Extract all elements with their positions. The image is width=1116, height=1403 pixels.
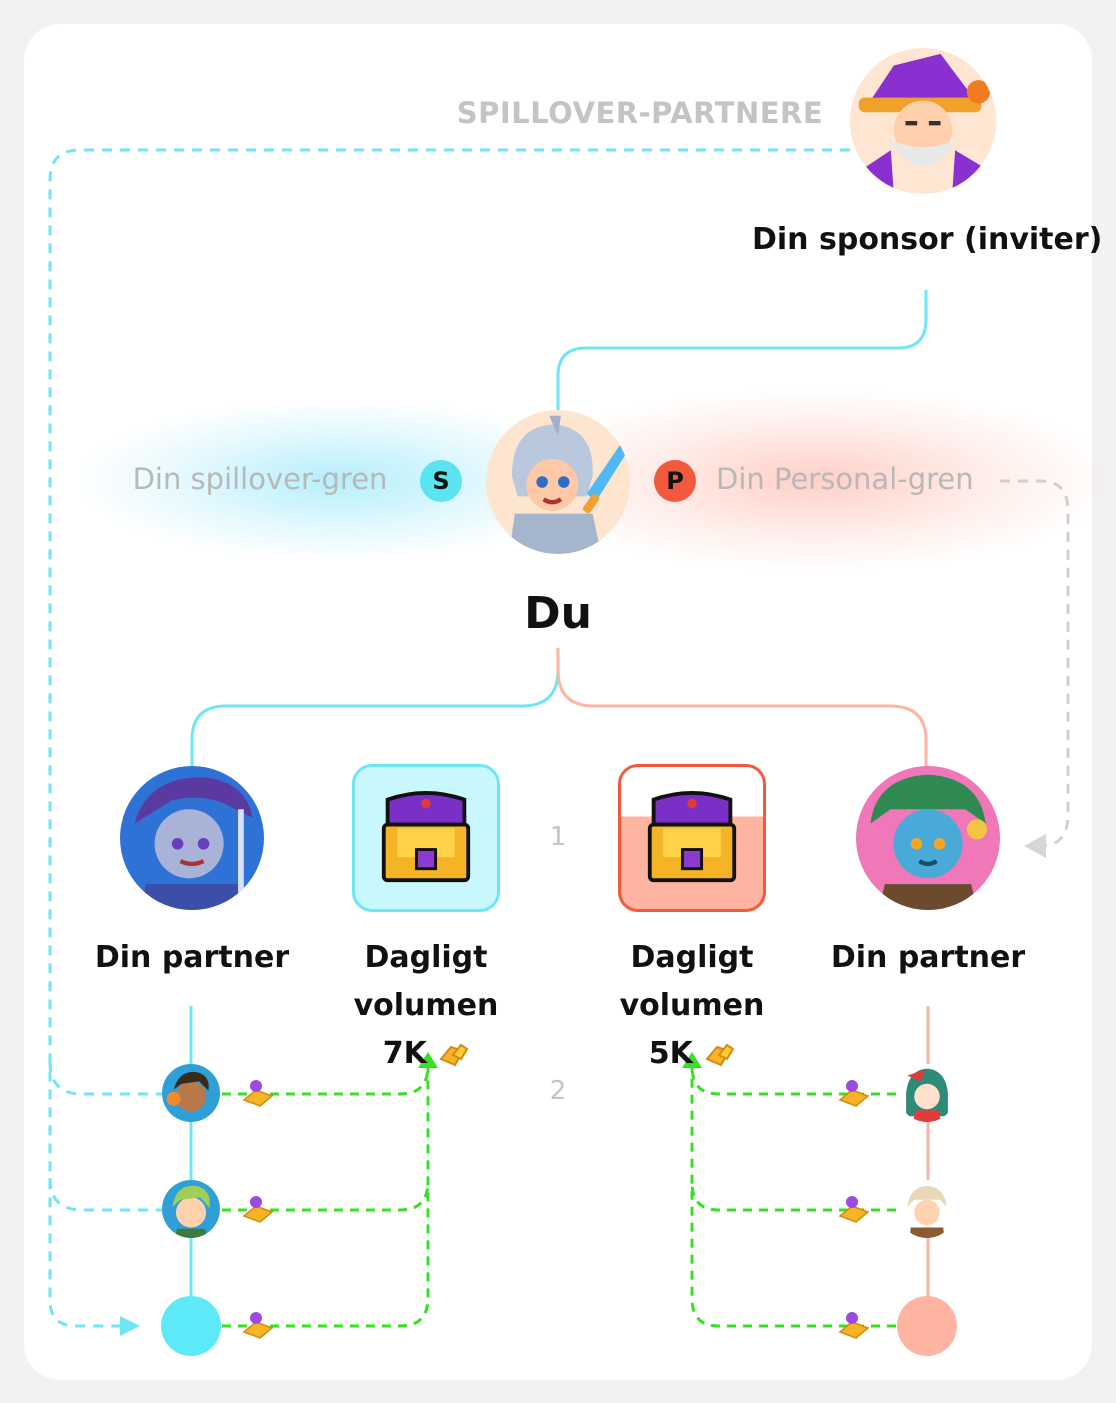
dryad-avatar-icon [856,766,1000,910]
sponsor-connector [556,290,928,412]
right-volume-value: 5K [648,1036,693,1071]
spillover-dashed-path [48,148,850,1328]
left-downline-avatar-2[interactable] [162,1180,220,1238]
badge-s: S [420,460,462,502]
right-volume-line1: Dagligt [630,940,754,975]
gold-coin-icon [838,1078,872,1108]
left-volume-line1: Dagligt [364,940,488,975]
right-volume-flow [690,1065,896,1328]
diagram-card [24,24,1092,1380]
treasure-chest-icon [647,791,737,883]
right-volume-line2: volumen [619,988,765,1023]
left-empty-slot[interactable] [161,1296,221,1356]
left-volume-value-row: 7K [326,1036,526,1071]
level-1-label: 1 [549,822,567,852]
spillover-branch-label: Din spillover-gren [132,462,388,496]
spillover-arrow-head [120,1316,140,1336]
character-avatar-icon [898,1180,956,1238]
knight-avatar-icon [486,410,630,554]
left-partner-avatar[interactable] [120,766,264,910]
left-volume-flow [222,1065,430,1328]
left-partner-label: Din partner [94,940,290,975]
gold-coin-icon [838,1194,872,1224]
personal-branch-label: Din Personal-gren [716,462,974,496]
sponsor-avatar[interactable] [850,48,996,194]
left-volume-value: 7K [382,1036,427,1071]
right-downline-avatar-2[interactable] [898,1180,956,1238]
gold-bars-icon [705,1043,735,1066]
gold-coin-icon [838,1310,872,1340]
warrior-avatar-icon [120,766,264,910]
right-downline-avatar-1[interactable] [898,1064,956,1122]
gold-coin-icon [242,1078,276,1108]
treasure-chest-icon [381,791,471,883]
left-volume-line2: volumen [353,988,499,1023]
character-avatar-icon [162,1064,220,1122]
you-avatar[interactable] [486,410,630,554]
personal-arrow-head [1024,834,1046,858]
left-downline-avatar-1[interactable] [162,1064,220,1122]
right-volume-value-row: 5K [592,1036,792,1071]
left-branch-connector [190,648,560,768]
wizard-avatar-icon [850,48,996,194]
right-volume-chest [618,764,766,912]
you-label: Du [524,588,592,639]
right-empty-slot[interactable] [897,1296,957,1356]
right-partner-label: Din partner [830,940,1026,975]
character-avatar-icon [162,1180,220,1238]
right-branch-connector [556,648,928,768]
gold-bars-icon [439,1043,469,1066]
left-flow-arrow [418,1052,438,1068]
character-avatar-icon [898,1064,956,1122]
left-volume-chest [352,764,500,912]
gold-coin-icon [242,1310,276,1340]
personal-dashed-path [1000,479,1070,848]
badge-p: P [654,460,696,502]
right-flow-arrow [682,1052,702,1068]
level-2-label: 2 [549,1076,567,1106]
sponsor-label: Din sponsor (inviter) [752,222,1103,257]
gold-coin-icon [242,1194,276,1224]
spillover-partners-label: SPILLOVER-PARTNERE [456,96,824,130]
right-partner-avatar[interactable] [856,766,1000,910]
